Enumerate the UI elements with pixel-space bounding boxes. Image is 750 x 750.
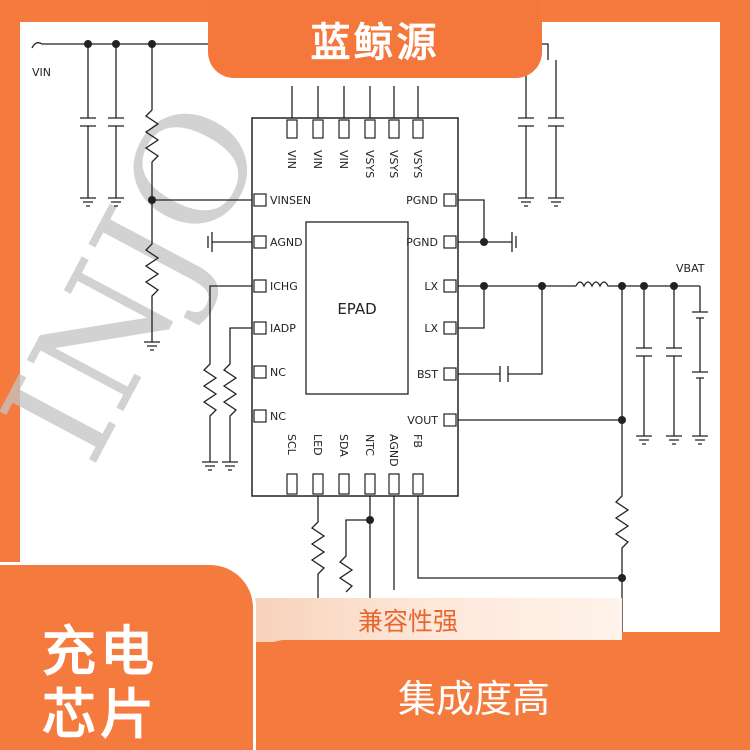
- pin-bottom: [364, 473, 376, 495]
- pin-label-bottom: LED: [311, 434, 324, 456]
- vin-rail: [31, 42, 250, 49]
- brand-banner: 蓝鲸源: [208, 0, 542, 78]
- pin-label-left: VINSEN: [270, 194, 311, 207]
- pin-left: [253, 409, 267, 423]
- pin-top: [388, 119, 400, 139]
- pin-right: [443, 193, 457, 207]
- pin-label-top: VIN: [311, 150, 324, 169]
- pin-label-right: LX: [424, 322, 438, 335]
- pin-label-right: BST: [417, 368, 438, 381]
- pin-label-top: VSYS: [363, 150, 376, 178]
- brand-title: 蓝鲸源: [310, 20, 440, 66]
- pin-label-bottom: SDA: [337, 434, 350, 457]
- pin-bottom: [388, 473, 400, 495]
- pin-right: [443, 413, 457, 427]
- pin-label-left: NC: [270, 410, 286, 423]
- charge-chip-tag: 充电 芯片: [0, 562, 256, 750]
- vbat-net-label: VBAT: [676, 262, 705, 275]
- pin-left: [253, 193, 267, 207]
- pin-bottom: [412, 473, 424, 495]
- pin-left: [253, 321, 267, 335]
- epad: [305, 221, 409, 395]
- pin-label-right: VOUT: [407, 414, 438, 427]
- pin-top: [412, 119, 424, 139]
- pin-label-left: ICHG: [270, 280, 298, 293]
- charge-line-1: 充电: [42, 620, 158, 683]
- charge-line-2: 芯片: [42, 683, 158, 746]
- pin-right: [443, 321, 457, 335]
- pin-label-right: PGND: [406, 194, 438, 207]
- pin-top: [286, 119, 298, 139]
- pin-label-bottom: NTC: [363, 434, 376, 456]
- pin-label-bottom: FB: [411, 434, 424, 448]
- pin-label-left: AGND: [270, 236, 303, 249]
- pin-label-left: NC: [270, 366, 286, 379]
- pin-label-bottom: SCL: [285, 434, 298, 456]
- pin-label-right: PGND: [406, 236, 438, 249]
- pin-bottom: [312, 473, 324, 495]
- pin-left: [253, 235, 267, 249]
- integration-tag: 集成度高: [255, 640, 750, 750]
- pin-label-top: VSYS: [411, 150, 424, 178]
- pin-label-right: LX: [424, 280, 438, 293]
- compat-text: 兼容性强: [358, 607, 459, 636]
- pin-right: [443, 367, 457, 381]
- pin-top: [312, 119, 324, 139]
- epad-label: EPAD: [337, 300, 376, 318]
- pin-label-top: VIN: [337, 150, 350, 169]
- pin-right: [443, 235, 457, 249]
- pin-label-top: VIN: [285, 150, 298, 169]
- vin-net-label: VIN: [32, 66, 51, 79]
- pin-top: [338, 119, 350, 139]
- pin-label-bottom: AGND: [387, 434, 400, 467]
- pin-bottom: [338, 473, 350, 495]
- pin-left: [253, 365, 267, 379]
- pin-bottom: [286, 473, 298, 495]
- pin-label-top: VSYS: [387, 150, 400, 178]
- integration-text: 集成度高: [398, 676, 551, 721]
- pin-left: [253, 279, 267, 293]
- pin-top: [364, 119, 376, 139]
- pin-right: [443, 279, 457, 293]
- pin-label-left: IADP: [270, 322, 296, 335]
